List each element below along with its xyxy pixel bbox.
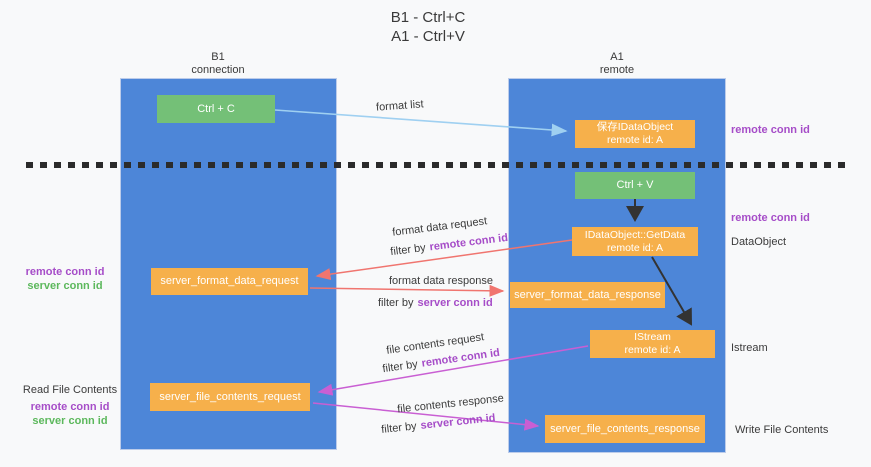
save-idataobject-box: 保存IDataObject remote id: A xyxy=(575,120,695,148)
machine-boundary-divider xyxy=(26,162,852,168)
dataobject-label: DataObject xyxy=(731,236,787,248)
remote-conn-id-text: remote conn id xyxy=(30,401,110,413)
lane-b1-name: B1 xyxy=(211,51,225,63)
format-data-response-arrow xyxy=(309,284,505,297)
lane-b1-subtitle: connection xyxy=(191,64,245,76)
idataobject-getdata-box: IDataObject::GetData remote id: A xyxy=(572,227,698,256)
getdata-line2: remote id: A xyxy=(606,241,664,254)
filter-by-text: filter by xyxy=(378,297,414,309)
istream-box: IStream remote id: A xyxy=(590,330,715,358)
server-format-data-request-label: server_format_data_request xyxy=(160,275,299,287)
right-remote-conn-id-label-mid: remote conn id xyxy=(731,212,810,224)
server-conn-id-text: server conn id xyxy=(32,415,108,427)
remote-conn-id-text: remote conn id xyxy=(731,212,810,224)
right-remote-conn-id-label-top: remote conn id xyxy=(731,124,810,136)
server-conn-id-text: server conn id xyxy=(27,280,103,292)
read-file-contents-label: Read File Contents xyxy=(22,384,118,396)
save-idataobject-line2: remote id: A xyxy=(606,134,664,146)
ctrl-v-label: Ctrl + V xyxy=(616,179,654,191)
left-remote-conn-id-label-2: remote conn id xyxy=(20,401,120,413)
diagram-title: B1 - Ctrl+C A1 - Ctrl+V xyxy=(328,8,528,46)
server-conn-id-text: server conn id xyxy=(417,297,493,309)
lane-a1-name: A1 xyxy=(610,51,624,63)
server-file-contents-request-box: server_file_contents_request xyxy=(150,383,310,411)
save-idataobject-line1: 保存IDataObject xyxy=(596,121,674,133)
istream-side-label: Istream xyxy=(731,342,768,354)
server-format-data-response-box: server_format_data_response xyxy=(510,282,665,308)
ctrl-v-box: Ctrl + V xyxy=(575,172,695,199)
left-server-conn-id-label: server conn id xyxy=(20,280,110,292)
format-data-response-label: format data response xyxy=(389,275,493,287)
server-format-data-response-label: server_format_data_response xyxy=(514,288,661,301)
title-line-2: A1 - Ctrl+V xyxy=(391,28,465,45)
lane-header-a1: A1 remote xyxy=(567,51,667,77)
ctrl-c-label: Ctrl + C xyxy=(197,102,235,115)
istream-line1: IStream xyxy=(634,331,671,343)
server-format-data-request-box: server_format_data_request xyxy=(151,268,308,295)
filter-by-text: filter by xyxy=(389,241,427,259)
format-list-label: format list xyxy=(375,98,425,114)
remote-conn-id-text: remote conn id xyxy=(731,124,810,136)
server-file-contents-response-box: server_file_contents_response xyxy=(545,415,705,443)
write-file-contents-label: Write File Contents xyxy=(735,424,829,436)
filter-by-text: filter by xyxy=(380,420,418,436)
server-conn-id-text: server conn id xyxy=(419,412,496,432)
lane-a1-subtitle: remote xyxy=(599,64,635,76)
getdata-line1: IDataObject::GetData xyxy=(584,228,686,241)
lane-header-b1: B1 connection xyxy=(168,51,268,77)
server-file-contents-response-label: server_file_contents_response xyxy=(550,422,700,435)
ctrl-c-box: Ctrl + C xyxy=(157,95,275,123)
server-file-contents-request-label: server_file_contents_request xyxy=(159,390,301,403)
left-remote-conn-id-label: remote conn id xyxy=(20,266,110,278)
istream-line2: remote id: A xyxy=(624,344,681,356)
remote-conn-id-text: remote conn id xyxy=(428,231,509,254)
left-server-conn-id-label-2: server conn id xyxy=(20,415,120,427)
remote-conn-id-text: remote conn id xyxy=(25,266,105,278)
filter-by-text: filter by xyxy=(381,358,419,376)
title-line-1: B1 - Ctrl+C xyxy=(390,9,466,26)
